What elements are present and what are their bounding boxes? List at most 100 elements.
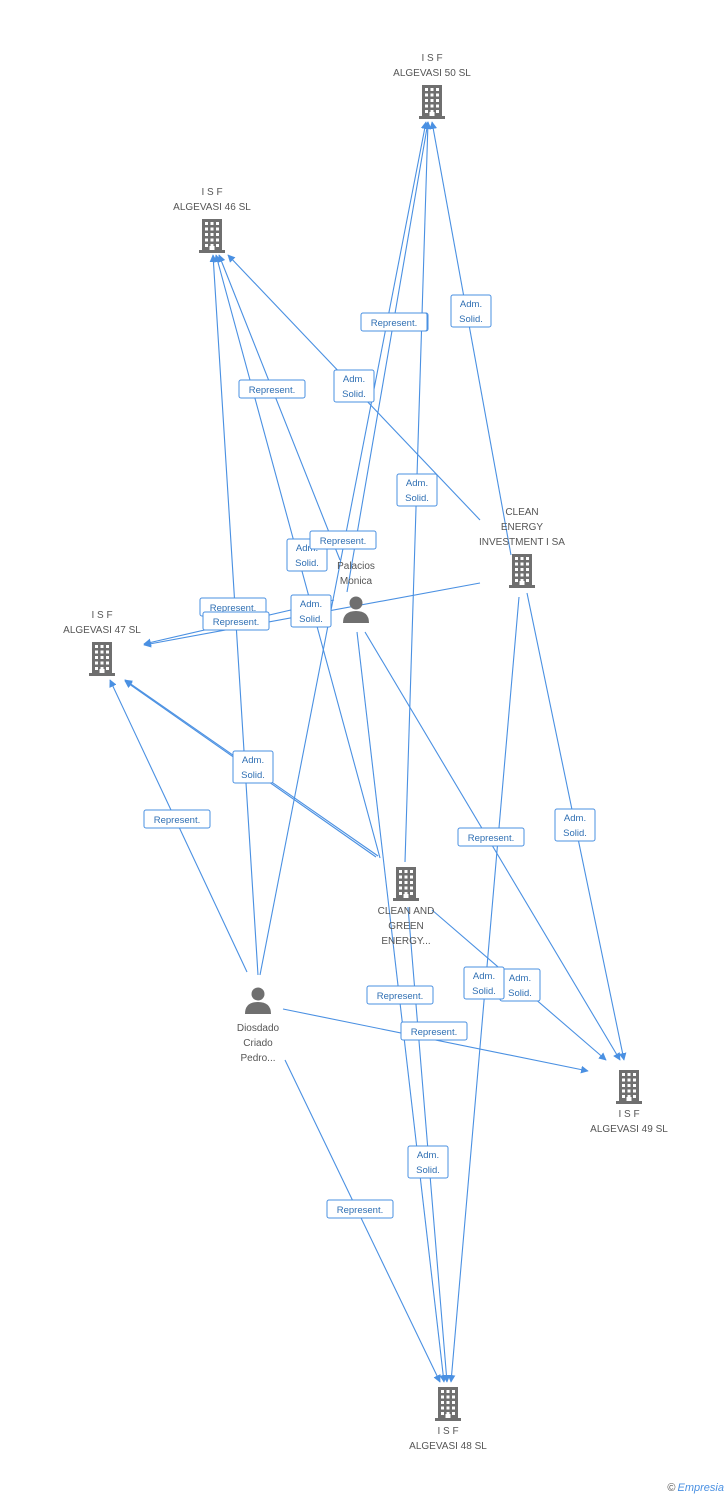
building-icon [199, 219, 225, 253]
edge-label-npal-to-n46[interactable]: Represent. [309, 530, 377, 550]
edge-label-box [290, 594, 332, 628]
edge-label-text: Represent. [210, 603, 256, 614]
edge-label-text: Adm. [509, 973, 531, 984]
node-label: I S F [421, 53, 442, 64]
building-icon [509, 554, 535, 588]
edge-label-box [457, 827, 525, 847]
edge-label-ncg-to-n48[interactable]: Adm. Solid. [407, 1145, 449, 1179]
edge-label-box [326, 1199, 394, 1219]
edge-label-box [333, 369, 375, 403]
edge-ndio-to-n48 [284, 1059, 441, 1383]
building-icon [616, 1070, 642, 1104]
edge-ncg-to-n48 [407, 906, 451, 1383]
edge-label-ncg-to-n50[interactable]: Adm.Solid. [396, 473, 438, 507]
edge-label-text: Represent. [213, 617, 259, 628]
edge-label-box [238, 379, 306, 399]
edge-label-nclean-to-n47[interactable]: Adm.Solid. [290, 594, 332, 628]
edge-label-npal-to-n49[interactable]: Represent. [457, 827, 525, 847]
edge-label-box [554, 808, 596, 842]
nodes-layer: I S F ALGEVASI 50 SL I S F ALGEVASI 46 SL CL… [63, 53, 668, 1452]
edge-label-ncg-to-n47[interactable]: Adm. Solid. [232, 750, 274, 784]
node-label: I S F [91, 610, 112, 621]
node-label: ALGEVASI 46 SL [173, 202, 251, 213]
node-label: Criado [243, 1038, 273, 1049]
edge-label-box [360, 312, 428, 332]
node-label: ALGEVASI 49 SL [590, 1124, 668, 1135]
edge-label-nclean-to-n49[interactable]: Adm.Solid. [554, 808, 596, 842]
edge-npal-to-n50 [346, 121, 431, 593]
edge-label-ndio-to-n47[interactable]: Represent. [143, 809, 211, 829]
edge-label-text: Adm. [406, 478, 428, 489]
edge-label-box [202, 611, 270, 631]
node-label: Pedro... [240, 1053, 275, 1064]
node-label: Palacios [337, 561, 375, 572]
building-icon [393, 867, 419, 901]
edge-label-box [463, 966, 505, 1000]
edge-label-text: Represent. [411, 1027, 457, 1038]
edge-label-text: Solid. [241, 770, 265, 781]
edges-layer [109, 121, 627, 1383]
node-n49[interactable]: I S F ALGEVASI 49 SL [590, 1070, 668, 1135]
copyright-symbol: © [667, 1482, 676, 1494]
node-label: INVESTMENT I SA [479, 537, 565, 548]
edge-label-ndio-to-n49[interactable]: Represent. [400, 1021, 468, 1041]
edge-label-text: Solid. [416, 1165, 440, 1176]
node-n50[interactable]: I S F ALGEVASI 50 SL [393, 53, 471, 119]
building-icon [435, 1387, 461, 1421]
person-icon [245, 987, 271, 1014]
node-label: ALGEVASI 47 SL [63, 625, 141, 636]
edge-label-ndio-to-n48[interactable]: Represent. [326, 1199, 394, 1219]
node-label: ALGEVASI 50 SL [393, 68, 471, 79]
building-icon [419, 85, 445, 119]
edge-label-ndio-to-n50[interactable]: Represent. [360, 312, 428, 332]
edge-label-box [450, 294, 492, 328]
edge-label-text: Adm. [242, 755, 264, 766]
edge-label-text: Represent. [377, 991, 423, 1002]
node-label: ENERGY... [381, 936, 430, 947]
edge-label-text: Solid. [295, 558, 319, 569]
footer-brand: ©Empresia [667, 1482, 724, 1494]
person-icon [343, 596, 369, 623]
edge-label-text: Adm. [343, 374, 365, 385]
node-n47[interactable]: I S F ALGEVASI 47 SL [63, 610, 141, 676]
edge-label-nclean-to-n50[interactable]: Adm.Solid. [450, 294, 492, 328]
node-label: I S F [201, 187, 222, 198]
node-label: I S F [618, 1109, 639, 1120]
edge-label-text: Adm. [564, 813, 586, 824]
edge-label-npal-to-n48[interactable]: Represent. [366, 985, 434, 1005]
edge-label-ndio-to-n46[interactable]: Represent. [238, 379, 306, 399]
edge-label-text: Solid. [472, 986, 496, 997]
edge-label-text: Solid. [508, 988, 532, 999]
edge-label-box [396, 473, 438, 507]
node-label: Monica [340, 576, 373, 587]
edge-labels-layer: Represent. Represent. Adm. Solid. Adm. Solid.… [143, 294, 596, 1219]
node-label: GREEN [388, 921, 424, 932]
node-label: ENERGY [501, 522, 544, 533]
edge-label-text: Solid. [299, 614, 323, 625]
edge-npal-to-n46 [217, 254, 341, 561]
node-ncg[interactable]: CLEAN ANDGREENENERGY... [378, 867, 435, 947]
node-label: ALGEVASI 48 SL [409, 1441, 487, 1452]
edge-label-text: Represent. [154, 815, 200, 826]
node-n48[interactable]: I S F ALGEVASI 48 SL [409, 1387, 487, 1452]
edge-label-box [400, 1021, 468, 1041]
node-nclean[interactable]: CLEAN ENERGY INVESTMENT I SA [479, 507, 565, 588]
edge-label-text: Represent. [371, 318, 417, 329]
edge-label-box [232, 750, 274, 784]
node-ndio[interactable]: DiosdadoCriadoPedro... [237, 987, 280, 1065]
edge-label-nclean-to-n48[interactable]: Adm. Solid. [463, 966, 505, 1000]
edge-label-box [309, 530, 377, 550]
edge-label-text: Adm. [417, 1150, 439, 1161]
edge-nclean-to-n50 [429, 121, 512, 556]
edge-label-text: Represent. [320, 536, 366, 547]
node-n46[interactable]: I S F ALGEVASI 46 SL [173, 187, 251, 253]
edge-label-ncg-to-n49[interactable]: Adm. Solid. [499, 968, 541, 1002]
edge-label-text: Adm. [473, 971, 495, 982]
node-label: CLEAN [505, 507, 538, 518]
node-label: I S F [437, 1426, 458, 1437]
edge-label-ncg-to-n47[interactable]: Represent. [202, 611, 270, 631]
edge-label-box [366, 985, 434, 1005]
edge-label-nclean-to-n46[interactable]: Adm.Solid. [333, 369, 375, 403]
